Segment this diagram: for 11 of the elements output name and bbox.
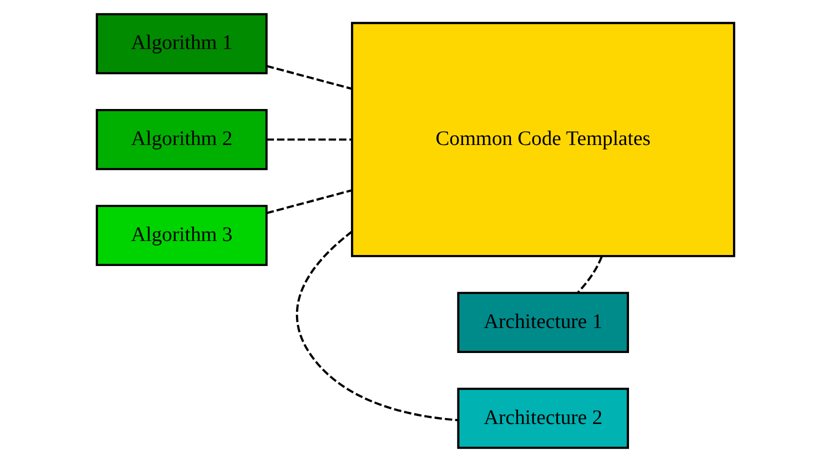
connector	[577, 256, 603, 294]
node-box: Common Code Templates	[350, 22, 736, 258]
connector	[296, 230, 458, 422]
node-box: Algorithm 1	[96, 13, 268, 74]
node-box: Architecture 1	[457, 292, 629, 354]
node-box: Algorithm 2	[96, 108, 268, 170]
node-box: Algorithm 3	[96, 204, 268, 266]
node-box: Architecture 2	[457, 388, 629, 449]
connector	[266, 189, 352, 214]
connector	[266, 138, 352, 141]
connector	[266, 64, 352, 90]
